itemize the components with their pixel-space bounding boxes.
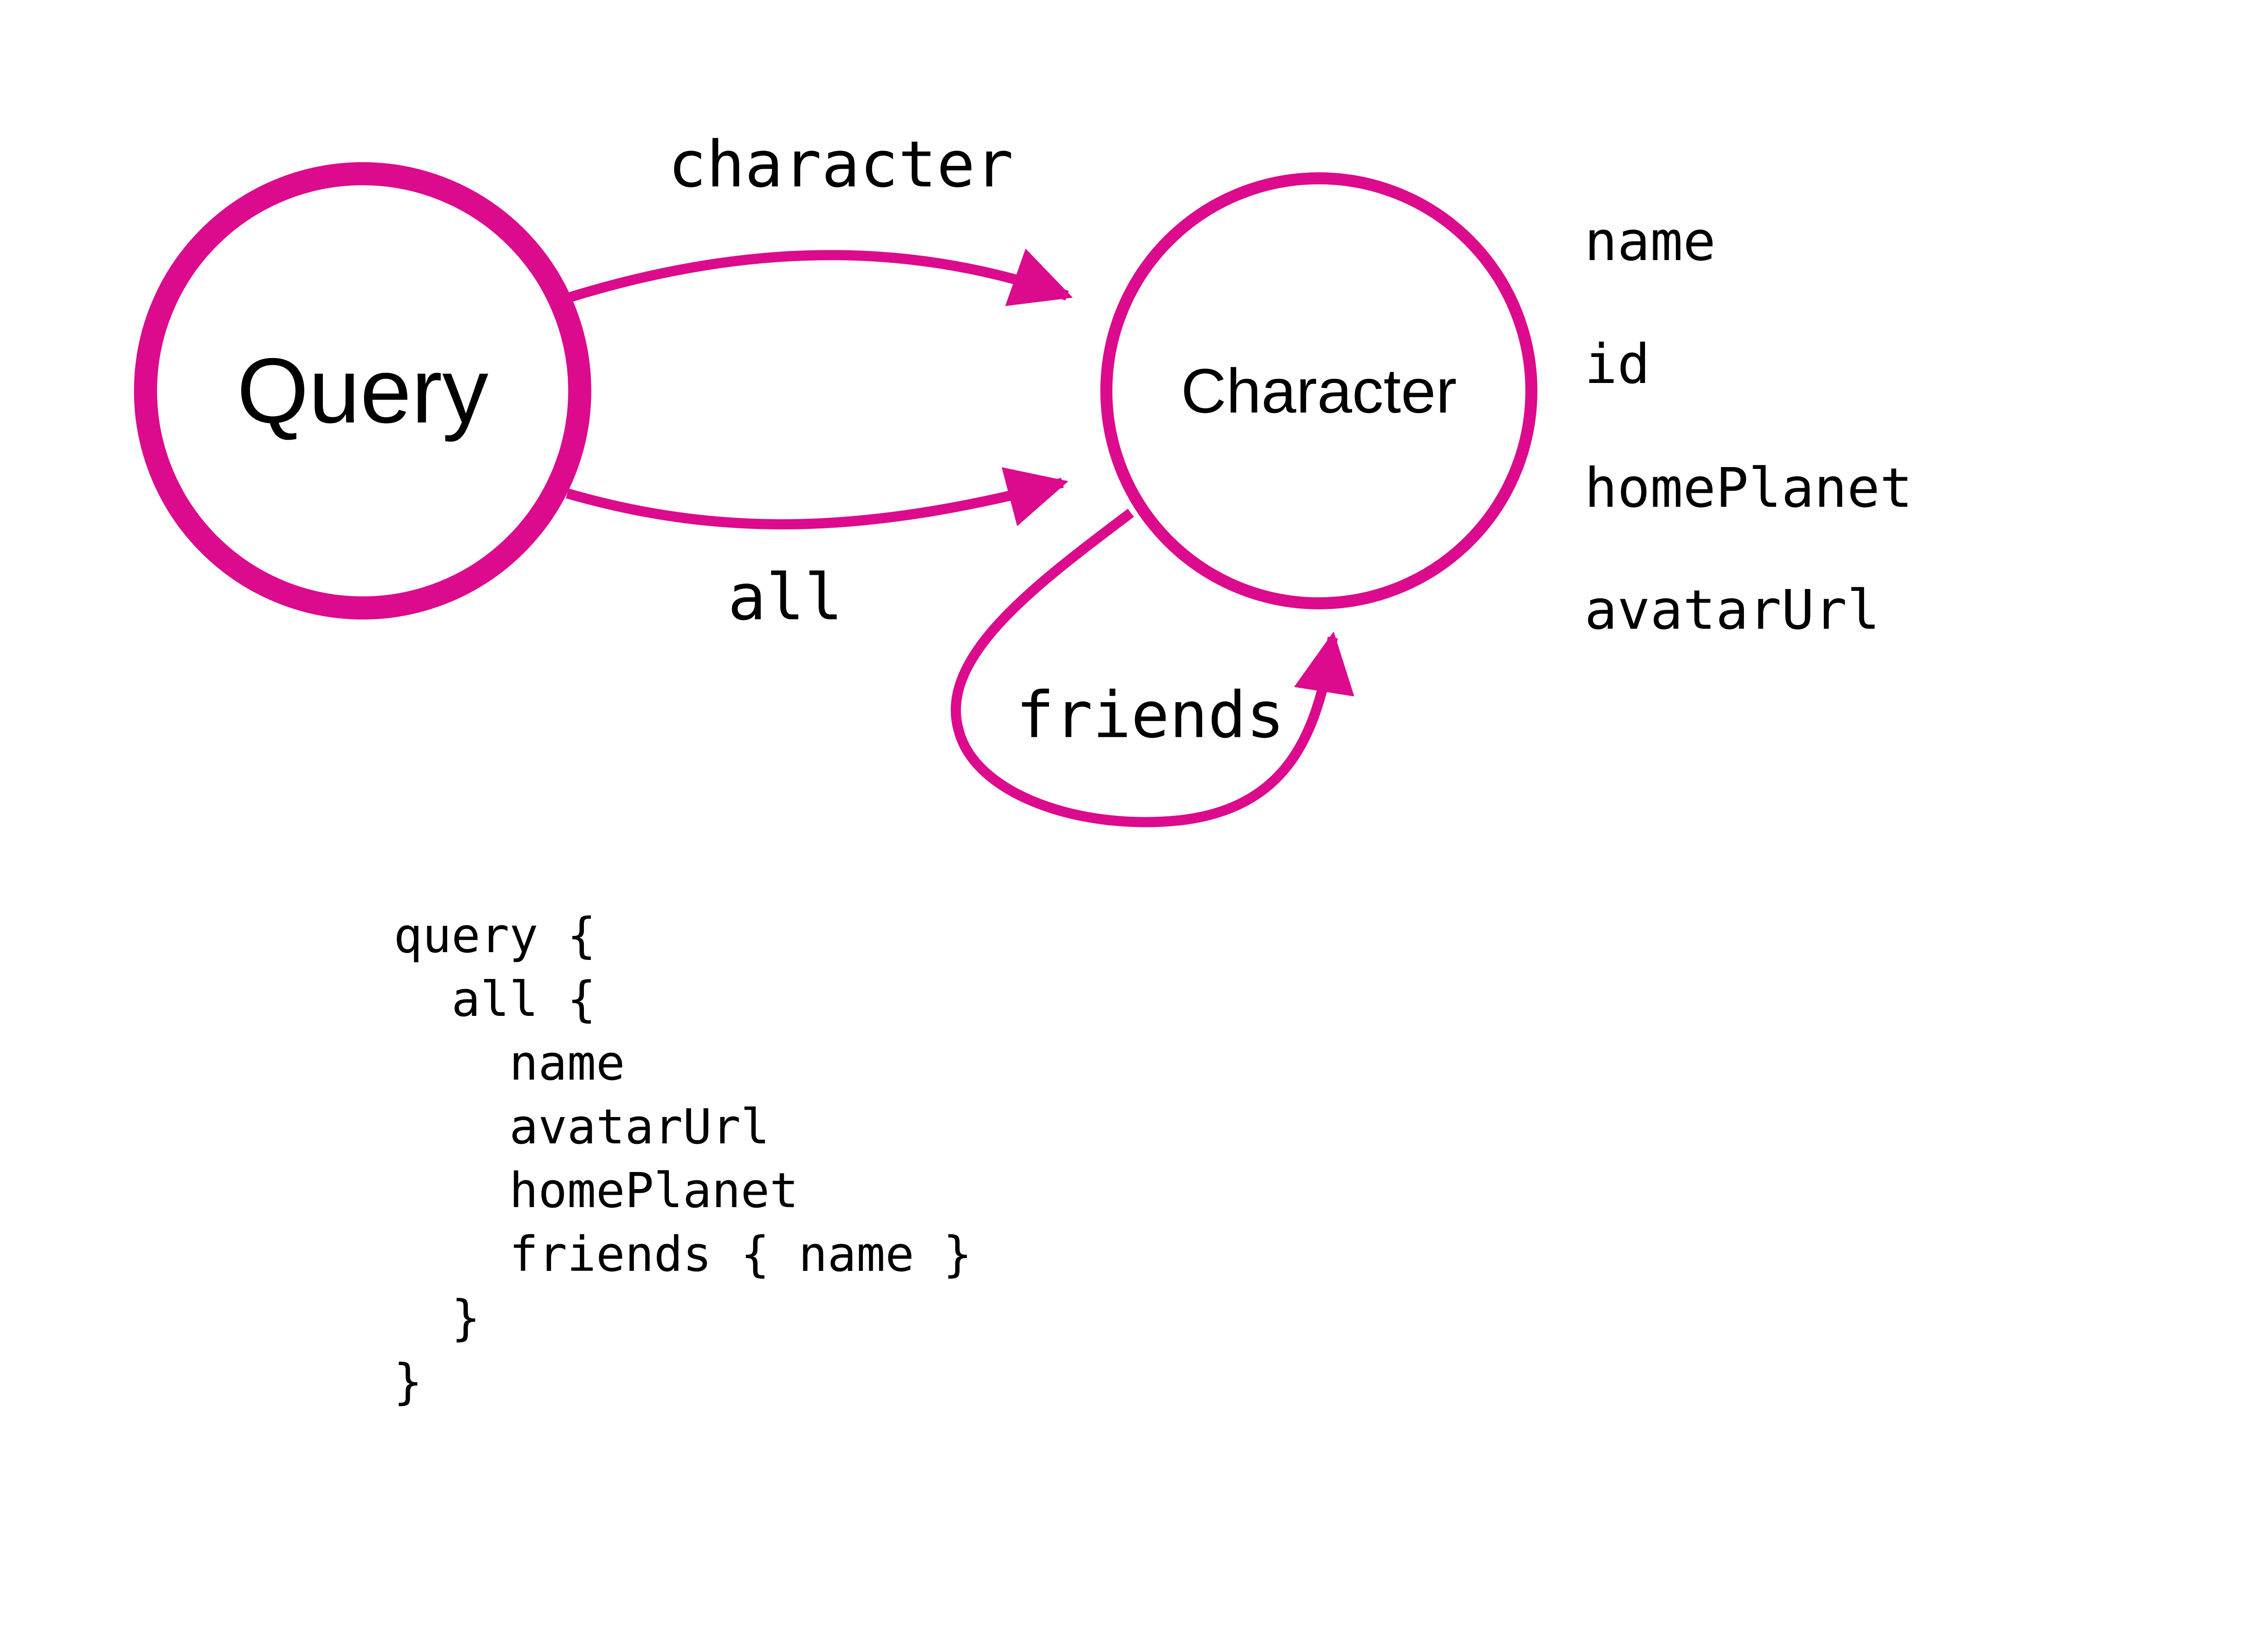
query-node-label: Query	[237, 340, 489, 443]
edge-friends-line	[951, 509, 1354, 827]
code-line: avatarUrl	[394, 1099, 770, 1155]
edge-all: all	[565, 467, 1068, 635]
edge-character-label: character	[668, 128, 1014, 202]
code-line: }	[394, 1354, 423, 1410]
code-line: all {	[394, 971, 596, 1027]
code-line: homePlanet	[394, 1162, 799, 1219]
code-line: friends { name }	[394, 1226, 972, 1282]
query-node-circle	[134, 162, 591, 620]
edge-character: character	[569, 128, 1073, 306]
edge-all-label: all	[728, 560, 843, 635]
query-code-block: query { all { name avatarUrl homePlanet …	[394, 907, 972, 1410]
field-name: name	[1584, 209, 1716, 273]
edge-friends-label: friends	[1016, 678, 1285, 753]
query-node: Query	[134, 162, 591, 620]
character-node-label: Character	[1181, 356, 1457, 426]
code-line: name	[394, 1035, 625, 1091]
character-node-circle	[1100, 172, 1537, 609]
field-homeplanet: homePlanet	[1584, 456, 1912, 520]
edge-character-line	[569, 249, 1073, 306]
character-node: Character	[1100, 172, 1537, 609]
edge-all-line	[565, 467, 1068, 529]
character-fields: name id homePlanet avatarUrl	[1584, 209, 1912, 642]
field-id: id	[1584, 332, 1650, 396]
code-line: }	[394, 1290, 480, 1346]
code-line: query {	[394, 907, 596, 964]
edge-friends: friends	[951, 509, 1354, 827]
field-avatarurl: avatarUrl	[1584, 578, 1880, 642]
